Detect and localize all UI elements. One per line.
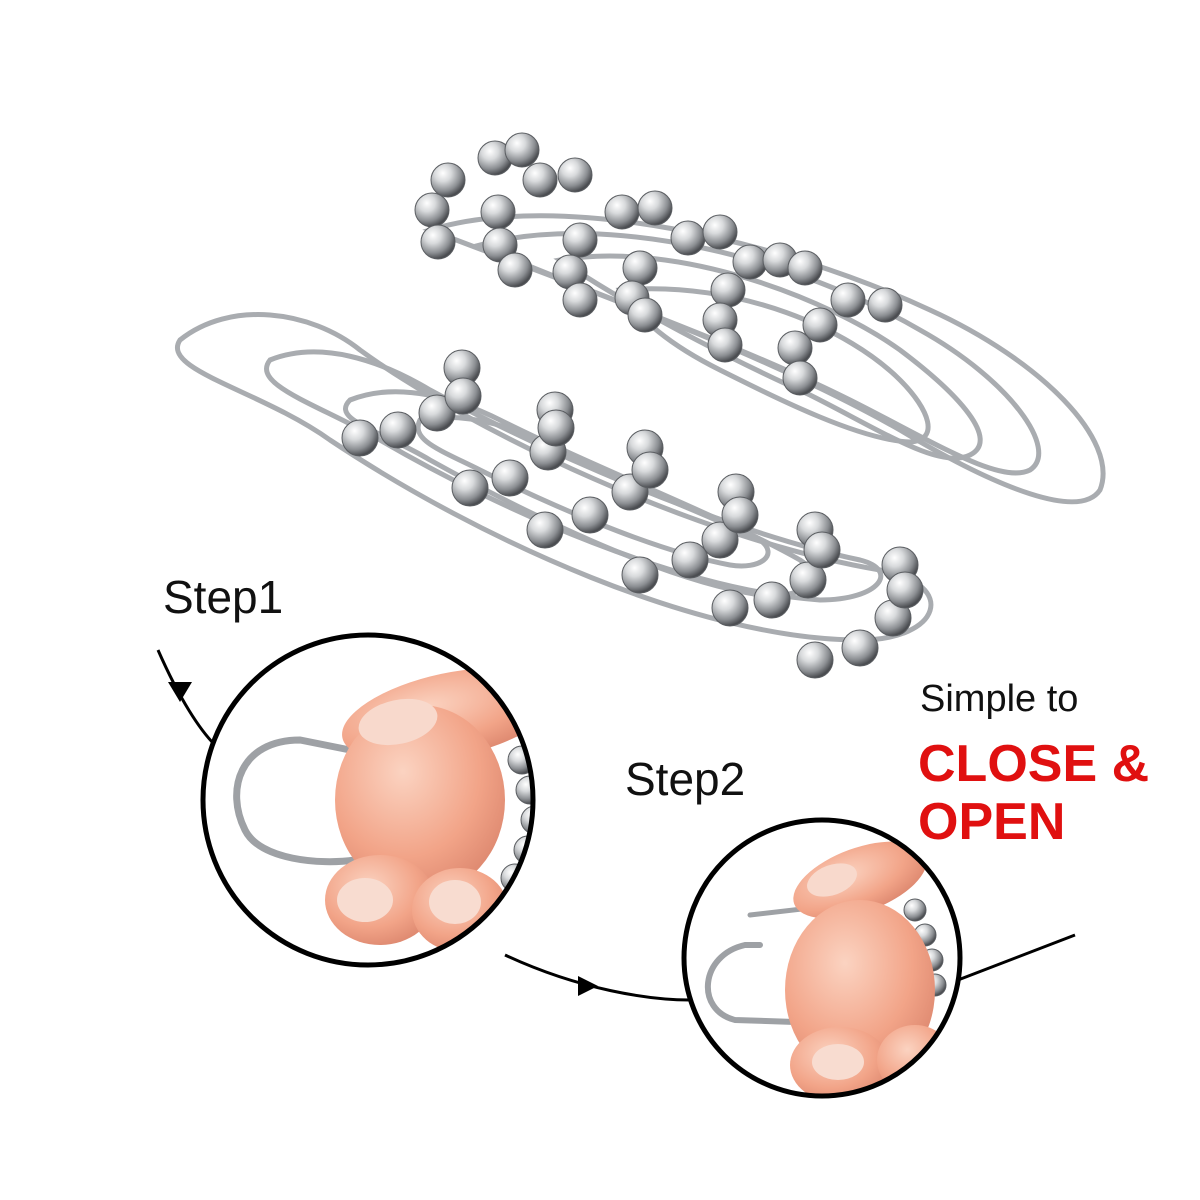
metal-bead — [604, 194, 640, 230]
metal-bead — [622, 250, 658, 286]
metal-bead — [491, 459, 529, 497]
metal-bead — [451, 469, 489, 507]
metal-bead — [621, 556, 659, 594]
step-arrow-line — [957, 933, 1076, 982]
metal-bead — [782, 360, 818, 396]
arrow-head-icon — [578, 976, 598, 996]
metal-bead — [777, 330, 813, 366]
metal-bead — [530, 730, 533, 760]
metal-bead — [522, 162, 558, 198]
metal-bead — [497, 252, 533, 288]
metal-bead — [557, 157, 593, 193]
metal-bead — [418, 394, 456, 432]
simple-to-text: Simple to — [920, 678, 1079, 720]
metal-bead — [702, 214, 738, 250]
metal-bead — [732, 244, 768, 280]
metal-bead — [670, 220, 706, 256]
metal-bead — [520, 805, 533, 835]
step-arrow-line — [156, 649, 217, 747]
step2-label: Step2 — [625, 753, 746, 805]
rings-top-balls — [414, 132, 903, 396]
metal-bead — [637, 190, 673, 226]
step1-label: Step1 — [163, 571, 284, 623]
metal-bead — [721, 496, 759, 534]
metal-bead — [841, 629, 879, 667]
metal-bead — [867, 287, 903, 323]
metal-bead — [631, 451, 669, 489]
metal-bead — [787, 250, 823, 286]
rings-bottom-balls — [341, 349, 924, 679]
metal-bead — [886, 571, 924, 609]
metal-bead — [537, 409, 575, 447]
metal-bead — [710, 272, 746, 308]
metal-bead — [526, 511, 564, 549]
metal-bead — [753, 581, 791, 619]
arrow-head-icon — [168, 682, 192, 702]
metal-bead — [803, 531, 841, 569]
metal-bead — [903, 898, 927, 922]
step1-detail-circle — [200, 632, 536, 968]
metal-bead — [671, 541, 709, 579]
metal-bead — [480, 194, 516, 230]
metal-bead — [562, 282, 598, 318]
close-open-headline-line2: OPEN — [918, 793, 1066, 851]
metal-bead — [627, 297, 663, 333]
metal-bead — [701, 521, 739, 559]
metal-bead — [420, 224, 456, 260]
metal-bead — [830, 282, 866, 318]
metal-bead — [562, 222, 598, 258]
metal-bead — [707, 327, 743, 363]
metal-bead — [571, 496, 609, 534]
step2-detail-circle — [681, 817, 963, 1099]
metal-bead — [711, 589, 749, 627]
step-arrow-line — [504, 953, 691, 1002]
close-open-headline-line1: CLOSE & — [918, 735, 1150, 793]
metal-bead — [414, 192, 450, 228]
metal-bead — [379, 411, 417, 449]
metal-bead — [802, 307, 838, 343]
metal-bead — [341, 419, 379, 457]
metal-bead — [444, 377, 482, 415]
metal-bead — [796, 641, 834, 679]
metal-bead — [430, 162, 466, 198]
metal-bead — [504, 132, 540, 168]
